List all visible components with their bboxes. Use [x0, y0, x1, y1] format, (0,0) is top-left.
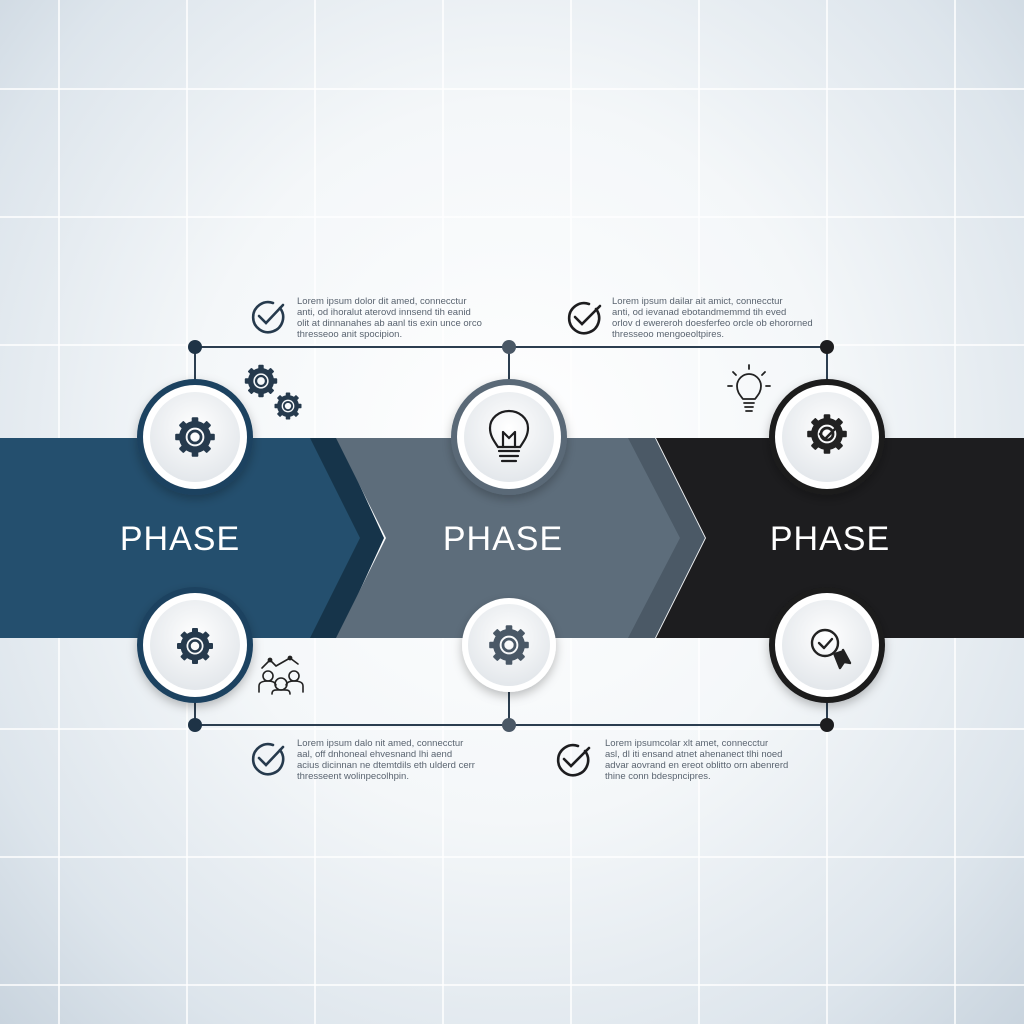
note-line: aal, off dnhoneal ehvesnand lhi aend [297, 749, 453, 760]
phase-1-bottom-node [137, 587, 253, 703]
note-line: thresseoo anit spocipion. [297, 329, 403, 340]
note-bottom-left: Lorem ipsum dalo nit amed, connecctur aa… [297, 738, 497, 782]
check-circle-icon [251, 300, 285, 334]
connector-node [820, 718, 834, 732]
gears-icon [245, 365, 302, 420]
award-check-icon [810, 628, 852, 670]
note-line: thresseent wolinpecolhpin. [297, 771, 409, 782]
phase-1-label: PHASE [119, 520, 241, 558]
note-line: Lorem ipsum dailar ait amict, connecctur [612, 296, 783, 307]
check-circle-icon [251, 742, 285, 776]
connector-node [188, 340, 202, 354]
lightbulb-icon [488, 409, 530, 463]
phase-band [0, 438, 1024, 638]
phase-2-bottom-node [462, 598, 556, 692]
check-circle-icon [556, 743, 591, 777]
note-top-right: Lorem ipsum dailar ait amict, connecctur… [612, 296, 813, 340]
note-line: advar aovrand en ereot oblitto orn abenr… [605, 760, 789, 771]
note-top-left: Lorem ipsum dolor dit amed, connecctur a… [297, 296, 497, 340]
connector-node [502, 718, 516, 732]
phase-1-arrow [0, 438, 360, 638]
connector-node [502, 340, 516, 354]
note-line: anti, od ievanad ebotandmemmd tih eved [612, 307, 787, 318]
note-line: Lorem ipsumcolar xlt amet, connecctur [605, 738, 769, 749]
gear-check-icon [807, 414, 847, 454]
phase-3-label: PHASE [769, 520, 891, 558]
phase-2-arrow [336, 438, 680, 638]
connector-nodes [188, 340, 834, 732]
note-line: thresseoo mengoeoltpires. [612, 329, 724, 340]
note-line: Lorem ipsum dolor dit amed, connecctur [297, 296, 467, 307]
phase-1-top-node [137, 379, 253, 495]
note-line: Lorem ipsum dalo nit amed, connecctur [297, 738, 464, 749]
note-line: thine conn bdespncipres. [605, 771, 711, 782]
note-bottom-right: Lorem ipsumcolar xlt amet, connecctur as… [605, 738, 805, 782]
note-line: olit at dinnanahes ab aanl tis exin unce… [297, 318, 482, 329]
connector-node [820, 340, 834, 354]
phase-2-label: PHASE [442, 520, 564, 558]
check-circle-icon [567, 301, 602, 335]
note-line: acius dicinnan ne dtemtdils eth ulderd c… [297, 760, 475, 771]
phase-3-arrow [656, 438, 1024, 638]
note-line: orlov d ewereroh doesferfeo orcle ob eho… [612, 318, 813, 329]
note-line: anti, od ihoralut aterovd innsend tih ea… [297, 307, 471, 318]
team-icon [258, 655, 304, 695]
note-line: asl, dl iti ensand atnet ahenanect tlhi … [605, 749, 783, 760]
lightbulb-rays-icon [727, 364, 771, 412]
connector-node [188, 718, 202, 732]
